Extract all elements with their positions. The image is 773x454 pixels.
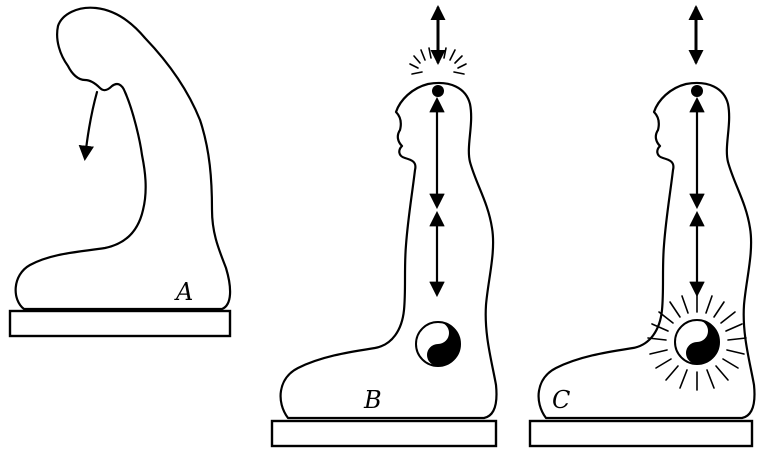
yin-yang-icon (415, 321, 461, 367)
body-outline-c (537, 81, 756, 420)
figure-c-label: C (552, 386, 570, 414)
figure-c: C (528, 4, 756, 448)
figure-b: B (270, 4, 498, 448)
cushion-b (270, 419, 498, 448)
crown-point-b (432, 85, 444, 97)
dantian-radiance-icon (647, 293, 747, 391)
body-outline-a (14, 6, 232, 311)
crown-point-c (691, 85, 703, 97)
body-outline-b (279, 81, 498, 420)
figure-b-label: B (363, 386, 382, 414)
yin-yang-icon (674, 319, 720, 365)
figure-a: A (8, 6, 232, 338)
descending-breath-arrow (78, 90, 99, 162)
figure-a-label: A (174, 278, 193, 306)
cushion-c (528, 419, 754, 448)
cushion-a (8, 309, 232, 338)
